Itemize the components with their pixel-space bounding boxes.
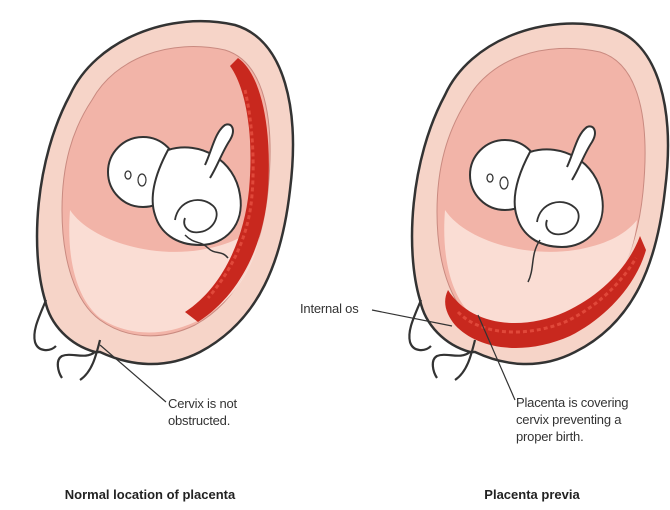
placenta-previa-caption: Placenta previa — [432, 487, 632, 502]
internal-os-label: Internal os — [300, 300, 390, 317]
cervix-not-obstructed-label: Cervix is not obstructed. — [168, 395, 278, 429]
normal-placenta-illustration — [34, 21, 293, 402]
placenta-previa-illustration — [372, 24, 668, 400]
placenta-covering-label: Placenta is covering cervix preventing a… — [516, 394, 656, 445]
normal-location-caption: Normal location of placenta — [40, 487, 260, 502]
